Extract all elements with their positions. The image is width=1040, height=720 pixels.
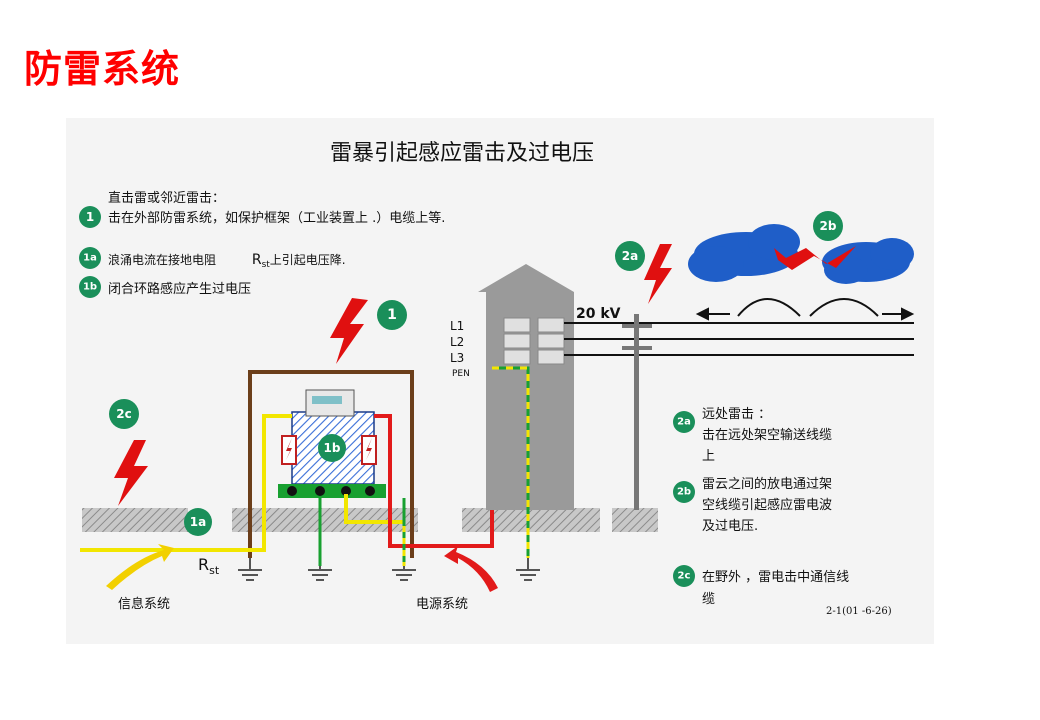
- ground-strip-left: [82, 508, 188, 532]
- badge-1: 1: [377, 300, 407, 330]
- voltage-label: 20 kV: [576, 306, 621, 322]
- legend-item-1b: 闭合环路感应产生过电压: [108, 281, 251, 297]
- badge-2b: 2b: [813, 211, 843, 241]
- badge-2c-legend: 2c: [673, 565, 695, 587]
- substation-building: [478, 264, 574, 510]
- badge-2a: 2a: [615, 241, 645, 271]
- lightning-diagram: 雷暴引起感应雷击及过电压 直击雷或邻近雷击： 1 击在外部防雷系统，如保护框架（…: [66, 118, 934, 644]
- legend-2c-line2: 缆: [702, 591, 715, 607]
- legend-item-1a-post: 上引起电压降.: [270, 253, 346, 267]
- legend-2a-line1: 远处雷击 ：: [702, 407, 771, 422]
- ground-strip-pole: [612, 508, 658, 532]
- legend-2b-line2: 空线缆引起感应雷电波: [702, 497, 832, 513]
- line-label-pen: PEN: [452, 369, 470, 379]
- badge-2a-legend: 2a: [673, 411, 695, 433]
- svg-text:2c: 2c: [116, 407, 131, 421]
- legend-item-1a-r: R: [252, 252, 262, 268]
- svg-text:浪涌电流在接地电阻 Rst上引起电压降.: 浪涌电流在接地电阻 Rst上引起电压降.: [108, 252, 346, 270]
- lightning-bolt-1-icon: [330, 298, 368, 364]
- line-label-l1: L1: [450, 319, 464, 333]
- lightning-bolt-2a-icon: [644, 244, 672, 304]
- intro-text: 直击雷或邻近雷击：: [108, 191, 225, 206]
- badge-1a: 1a: [184, 508, 212, 536]
- ground-strip-substation: [462, 508, 600, 532]
- svg-text:1b: 1b: [324, 441, 341, 455]
- svg-text:1a: 1a: [83, 253, 97, 264]
- slide-title: 防雷系统: [24, 47, 181, 91]
- ground-symbol-icon: [238, 558, 540, 581]
- utility-pole: [634, 314, 639, 510]
- badge-1-legend: 1: [79, 206, 101, 228]
- legend-2c-line1: 在野外 ，雷电击中通信线: [702, 570, 849, 585]
- storm-cloud-right-icon: [822, 238, 914, 284]
- legend-2b-line1: 雷云之间的放电通过架: [702, 476, 832, 492]
- rst-sub: st: [209, 564, 220, 577]
- legend-2a-line3: 上: [702, 449, 715, 464]
- equipotential-bar: [278, 484, 386, 498]
- cloud-lightning-2b-icon: [774, 246, 856, 270]
- legend-item-1a-sub: st: [262, 260, 271, 270]
- legend-2b-line3: 及过电压.: [702, 519, 758, 534]
- reference-code: 2-1(01 -6-26): [826, 606, 892, 617]
- line-label-l2: L2: [450, 335, 464, 349]
- rst-label: R: [198, 555, 209, 574]
- badge-2c: 2c: [109, 399, 139, 429]
- storm-cloud-left-icon: [688, 224, 800, 282]
- badge-2b-legend: 2b: [673, 481, 695, 503]
- badge-1a-legend: 1a: [79, 247, 101, 269]
- induced-wave-icon: [695, 298, 915, 321]
- label-power-system: 电源系统: [416, 597, 468, 612]
- svg-text:1a: 1a: [190, 515, 206, 529]
- badge-1b: 1b: [318, 434, 346, 462]
- badge-1b-legend: 1b: [79, 276, 101, 298]
- svg-text:2b: 2b: [677, 487, 691, 498]
- diagram-title: 雷暴引起感应雷击及过电压: [330, 141, 594, 166]
- lightning-bolt-2c-icon: [114, 440, 148, 506]
- legend-item-1a-pre: 浪涌电流在接地电阻: [108, 252, 216, 267]
- svg-text:2a: 2a: [622, 249, 638, 263]
- legend-2a-line2: 击在远处架空输送线缆: [702, 427, 832, 443]
- svg-text:2b: 2b: [820, 219, 837, 233]
- info-arrow-icon: [106, 544, 174, 590]
- svg-text:Rst: Rst: [198, 555, 220, 577]
- svg-text:1: 1: [86, 210, 94, 224]
- legend-item-1: 击在外部防雷系统，如保护框架（工业装置上 .）电缆上等.: [108, 210, 445, 226]
- label-info-system: 信息系统: [118, 596, 170, 612]
- svg-text:2a: 2a: [677, 417, 691, 428]
- power-arrow-icon: [444, 546, 498, 592]
- svg-text:2c: 2c: [678, 571, 691, 582]
- line-label-l3: L3: [450, 351, 464, 365]
- svg-text:1: 1: [387, 307, 397, 323]
- svg-text:1b: 1b: [83, 282, 97, 293]
- building-frame: [248, 370, 414, 558]
